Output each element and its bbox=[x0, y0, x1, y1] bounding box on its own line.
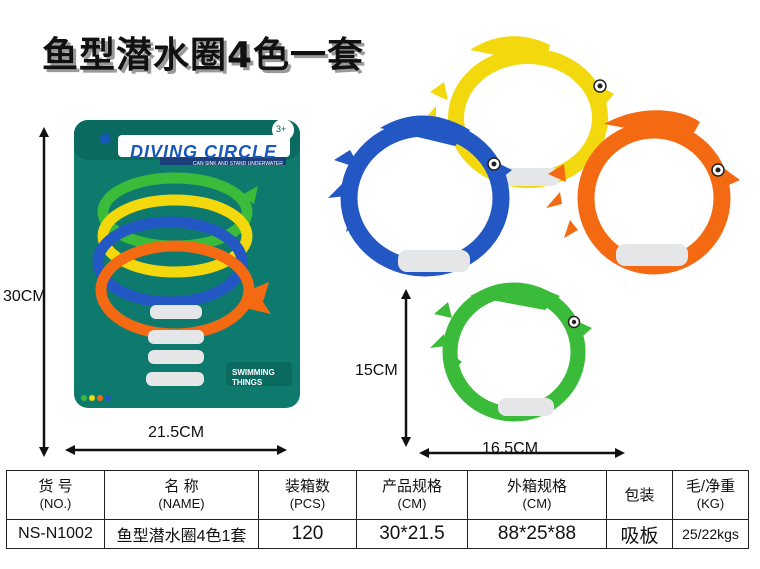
spec-table: 货 号(NO.) 名 称(NAME) 装箱数(PCS) 产品规格(CM) 外箱规… bbox=[6, 470, 749, 549]
cell-name: 鱼型潜水圈4色1套 bbox=[104, 519, 259, 549]
header-item-no: 货 号(NO.) bbox=[6, 470, 105, 520]
cell-packing: 吸板 bbox=[606, 519, 673, 549]
brand-logo-icon bbox=[100, 132, 111, 144]
package-width-label: 21.5CM bbox=[148, 424, 205, 441]
green-fish-ring bbox=[430, 282, 592, 422]
spec-header-row: 货 号(NO.) 名 称(NAME) 装箱数(PCS) 产品规格(CM) 外箱规… bbox=[6, 470, 749, 520]
product-illustration bbox=[39, 36, 740, 458]
package-card bbox=[74, 119, 300, 408]
cell-product-size: 30*21.5 bbox=[356, 519, 468, 549]
cell-carton-size: 88*25*88 bbox=[467, 519, 607, 549]
cell-item-no: NS-N1002 bbox=[6, 519, 105, 549]
ring-width-label: 16.5CM bbox=[482, 440, 539, 457]
table-row: NS-N1002 鱼型潜水圈4色1套 120 30*21.5 88*25*88 … bbox=[6, 519, 749, 549]
header-name: 名 称(NAME) bbox=[104, 470, 259, 520]
package-height-label: 30CM bbox=[3, 288, 46, 305]
header-weight: 毛/净重(KG) bbox=[672, 470, 749, 520]
ring-height-label: 15CM bbox=[355, 362, 398, 379]
package-brand: DIVING CIRCLE bbox=[130, 142, 278, 162]
header-pcs: 装箱数(PCS) bbox=[258, 470, 357, 520]
orange-fish-ring bbox=[546, 110, 740, 275]
cell-weight: 25/22kgs bbox=[672, 519, 749, 549]
package-swimming-label: SWIMMING THINGS bbox=[232, 368, 275, 388]
package-age-badge: 3+ bbox=[276, 124, 287, 134]
header-product-size: 产品规格(CM) bbox=[356, 470, 468, 520]
package-swimming-line1: SWIMMING bbox=[232, 368, 275, 377]
blue-fish-ring bbox=[328, 115, 512, 277]
yellow-fish-ring bbox=[424, 36, 614, 188]
package-swimming-line2: THINGS bbox=[232, 378, 263, 387]
product-title: 鱼型潜水圈4色一套 bbox=[42, 35, 365, 76]
package-subtitle: CAN SINK AND STAND UNDERWATER bbox=[193, 161, 283, 167]
cell-pcs: 120 bbox=[258, 519, 357, 549]
header-carton-size: 外箱规格(CM) bbox=[467, 470, 607, 520]
header-packing: 包装 bbox=[606, 470, 673, 520]
